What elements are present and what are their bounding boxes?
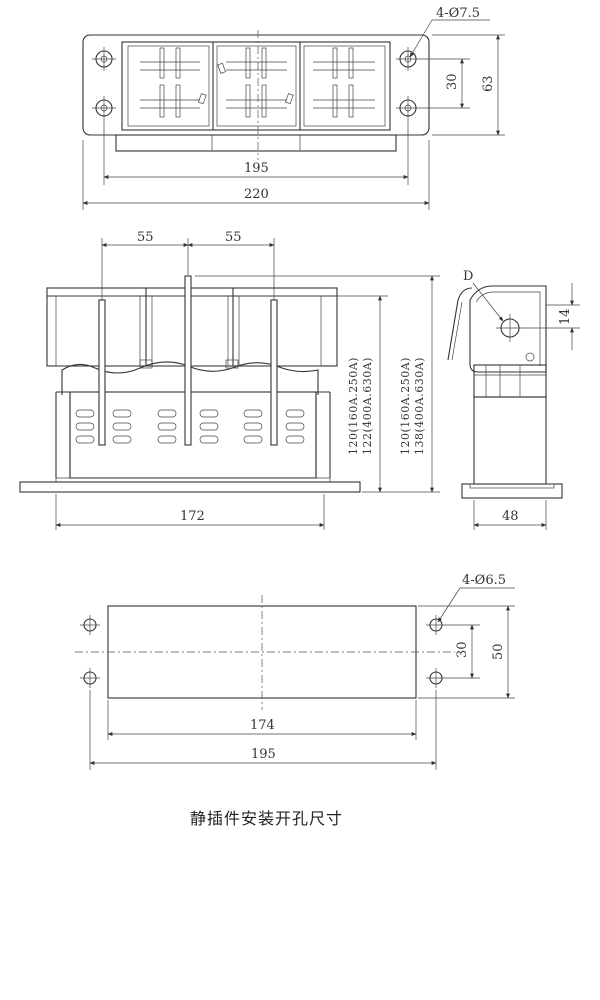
mounting-holes-cutout <box>80 615 446 688</box>
top-view-plate <box>82 34 430 136</box>
top-dim-hole-spacing: 30 <box>445 73 460 90</box>
top-view: 4-Ø7.5 30 63 195 220 <box>82 6 505 210</box>
front-height-a-line1: 120(160A.250A) <box>347 357 360 455</box>
front-height-b-line2: 138(400A.630A) <box>413 357 426 455</box>
side-hole-label: D <box>463 269 473 284</box>
caption: 静插件安装开孔尺寸 <box>190 809 343 828</box>
front-view: 55 55 <box>19 230 440 530</box>
front-dim-pitch-left: 55 <box>137 230 154 245</box>
side-view: D 14 48 <box>447 269 580 530</box>
front-dim-base-width: 172 <box>180 509 205 524</box>
front-height-b-line1: 120(160A.250A) <box>399 357 412 455</box>
top-hole-label: 4-Ø7.5 <box>436 6 480 21</box>
top-dim-inner-width: 195 <box>244 161 269 176</box>
side-dim-hole-offset: 14 <box>558 308 573 325</box>
top-dim-height: 63 <box>481 75 496 92</box>
front-slots <box>75 409 305 444</box>
side-dim-base-width: 48 <box>502 509 519 524</box>
mounting-holes-top <box>92 47 420 120</box>
front-height-a-line2: 122(400A.630A) <box>361 357 374 455</box>
cutout-dim-width: 174 <box>250 718 275 733</box>
cutout-view: 4-Ø6.5 30 50 174 195 <box>75 573 515 770</box>
top-dim-outer-width: 220 <box>244 187 269 202</box>
cutout-dim-height: 50 <box>491 643 506 660</box>
cutout-hole-label: 4-Ø6.5 <box>462 573 506 588</box>
cutout-dim-hole-pitch: 195 <box>251 747 276 762</box>
cutout-dim-hole-spacing: 30 <box>455 641 470 658</box>
front-dim-pitch-right: 55 <box>225 230 242 245</box>
